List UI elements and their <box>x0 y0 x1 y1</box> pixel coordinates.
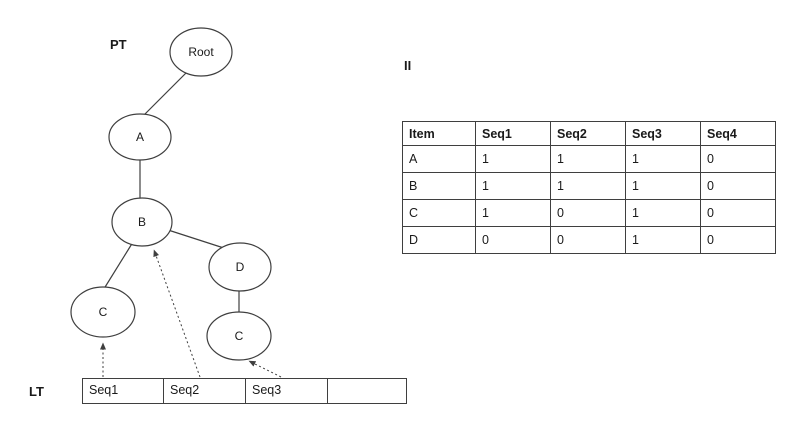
node-label-a: A <box>136 130 144 144</box>
prefix-tree-label: PT <box>110 37 127 52</box>
lt-table: Seq1 Seq2 Seq3 <box>82 378 407 404</box>
lt-cell-seq1: Seq1 <box>83 379 164 403</box>
inverted-index-table: Item Seq1 Seq2 Seq3 Seq4 A 1 1 1 0 B 1 1… <box>402 121 776 254</box>
table-cell: 0 <box>700 172 776 200</box>
node-label-root: Root <box>188 45 214 59</box>
inverted-index-label: II <box>404 58 412 73</box>
table-cell: 0 <box>700 226 776 254</box>
tree-node-a <box>108 113 172 161</box>
tree-node-root <box>169 27 233 77</box>
node-label-c1: C <box>99 305 108 319</box>
table-cell: C <box>402 199 476 227</box>
edge-b-c1 <box>101 241 134 293</box>
node-label-d: D <box>236 260 245 274</box>
table-row: B 1 1 1 0 <box>402 172 776 200</box>
header-cell-item: Item <box>402 121 476 146</box>
node-label-b: B <box>138 215 146 229</box>
table-cell: 0 <box>475 226 551 254</box>
header-cell-seq4: Seq4 <box>700 121 776 146</box>
table-cell: A <box>402 145 476 173</box>
table-cell: 1 <box>475 199 551 227</box>
edge-root-a <box>142 71 188 117</box>
table-row: D 0 0 1 0 <box>402 226 776 254</box>
table-cell: B <box>402 172 476 200</box>
table-row: A 1 1 1 0 <box>402 145 776 173</box>
table-cell: 1 <box>625 145 701 173</box>
lt-cell-seq2: Seq2 <box>164 379 246 403</box>
table-cell: 0 <box>550 226 626 254</box>
table-cell: 1 <box>475 145 551 173</box>
table-cell: 1 <box>550 172 626 200</box>
pointer-seq3-to-c2 <box>248 360 282 378</box>
table-cell: 1 <box>550 145 626 173</box>
table-cell: 1 <box>625 199 701 227</box>
lt-cell-seq3: Seq3 <box>246 379 328 403</box>
table-cell: 1 <box>625 172 701 200</box>
tree-node-d <box>208 242 272 292</box>
linked-table-label: LT <box>29 384 44 399</box>
header-cell-seq1: Seq1 <box>475 121 551 146</box>
node-label-c2: C <box>235 329 244 343</box>
tree-node-c1 <box>70 286 136 338</box>
table-cell: 1 <box>625 226 701 254</box>
pointer-seq2-to-b <box>153 249 201 378</box>
header-cell-seq3: Seq3 <box>625 121 701 146</box>
edge-b-d <box>164 228 231 251</box>
tree-node-b <box>111 197 173 247</box>
tree-node-c2 <box>206 311 272 361</box>
table-cell: 0 <box>700 145 776 173</box>
table-cell: 0 <box>700 199 776 227</box>
lt-cell-empty <box>328 379 406 403</box>
table-cell: 0 <box>550 199 626 227</box>
table-header-row: Item Seq1 Seq2 Seq3 Seq4 <box>402 121 776 146</box>
table-row: C 1 0 1 0 <box>402 199 776 227</box>
table-cell: 1 <box>475 172 551 200</box>
header-cell-seq2: Seq2 <box>550 121 626 146</box>
table-cell: D <box>402 226 476 254</box>
